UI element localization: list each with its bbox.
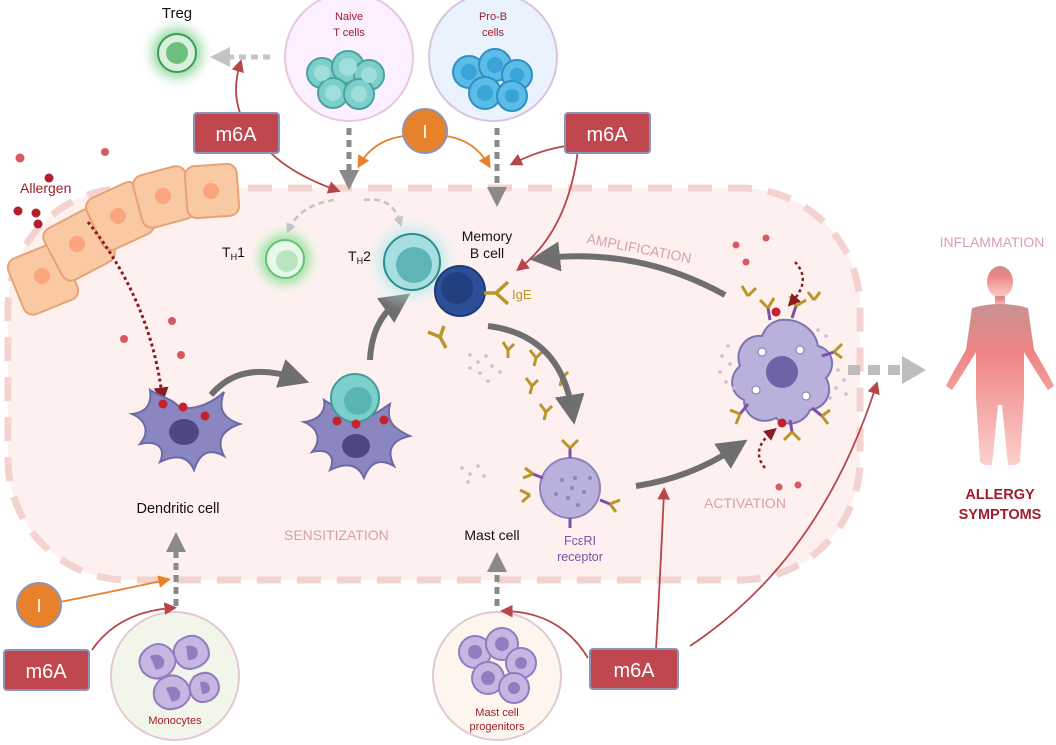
allergen-path-arrow bbox=[86, 221, 169, 403]
m6a-box-2: m6A bbox=[564, 112, 651, 154]
svg-text:m6A: m6A bbox=[215, 124, 257, 146]
m6a-box-4: m6A bbox=[589, 648, 679, 690]
human-figure bbox=[946, 266, 1054, 465]
dendritic-cell-label: Dendritic cell bbox=[137, 501, 220, 517]
fceri-label-2: receptor bbox=[557, 550, 603, 564]
svg-text:I: I bbox=[422, 122, 427, 142]
mast-to-activated-arrow bbox=[635, 439, 748, 489]
inflammation-label: INFLAMMATION bbox=[940, 234, 1045, 250]
mast-cell bbox=[519, 438, 621, 528]
treg-cell bbox=[139, 15, 215, 91]
th1-cell bbox=[247, 221, 323, 297]
inhibitor-circle-2: I bbox=[16, 582, 62, 628]
ige-to-mast-arrow bbox=[487, 323, 585, 425]
monocytes-label: Monocytes bbox=[148, 715, 202, 727]
allergen-particles-right bbox=[732, 234, 802, 491]
allergy-label-2: SYMPTOMS bbox=[959, 507, 1042, 523]
m6a-arrows bbox=[91, 59, 880, 659]
th1-label: TH1 bbox=[222, 244, 245, 262]
svg-text:m6A: m6A bbox=[586, 124, 628, 146]
allergen-label: Allergen bbox=[20, 180, 71, 196]
epithelium bbox=[6, 162, 241, 316]
naive-t-label-2: T cells bbox=[333, 27, 365, 39]
to-th2-arrow bbox=[363, 198, 404, 227]
memory-b-label-2: B cell bbox=[470, 245, 504, 261]
mast-progenitors-label-2: progenitors bbox=[469, 721, 525, 733]
inhibitor-arrows bbox=[59, 135, 491, 603]
memory-b-cell bbox=[427, 265, 510, 349]
dendritic-cell bbox=[128, 387, 244, 473]
mast-cell-label: Mast cell bbox=[464, 527, 519, 543]
memory-b-label-1: Memory bbox=[462, 228, 513, 244]
dc-t-complex bbox=[300, 373, 414, 481]
mast-progenitors-label-1: Mast cell bbox=[475, 707, 518, 719]
sensitization-label: SENSITIZATION bbox=[284, 527, 389, 543]
th2-label: TH2 bbox=[348, 248, 371, 266]
activation-label: ACTIVATION bbox=[704, 495, 786, 511]
ige-label: IgE bbox=[512, 287, 532, 302]
m6a-box-1: m6A bbox=[193, 112, 280, 154]
monocytes-group bbox=[110, 611, 240, 741]
svg-text:m6A: m6A bbox=[25, 661, 67, 683]
svg-text:I: I bbox=[36, 596, 41, 616]
naive-t-cells-group bbox=[284, 0, 414, 122]
naive-t-label-1: Naive bbox=[335, 11, 363, 23]
free-ige bbox=[501, 341, 570, 421]
sensitization-arrow bbox=[208, 359, 310, 397]
pro-b-label-2: cells bbox=[482, 27, 505, 39]
pro-b-cells-group bbox=[428, 0, 558, 122]
mast-progenitors-group bbox=[432, 611, 562, 741]
allergen-to-activated-bottom bbox=[757, 428, 777, 469]
svg-text:m6A: m6A bbox=[613, 660, 655, 682]
treg-label: Treg bbox=[162, 5, 192, 22]
allergen-particles bbox=[13, 148, 185, 359]
inhibitor-circle-1: I bbox=[402, 108, 448, 154]
allergen-dust bbox=[460, 353, 502, 484]
pro-b-label-1: Pro-B bbox=[479, 11, 507, 23]
to-th1-arrow bbox=[286, 198, 335, 234]
m6a-box-3: m6A bbox=[3, 649, 90, 691]
activated-mast-cell bbox=[718, 285, 848, 442]
amplification-arrow bbox=[530, 241, 727, 298]
to-symptoms-arrowhead bbox=[902, 356, 926, 384]
fceri-label-1: FcεRI bbox=[564, 534, 596, 548]
allergy-label-1: ALLERGY bbox=[965, 487, 1035, 503]
